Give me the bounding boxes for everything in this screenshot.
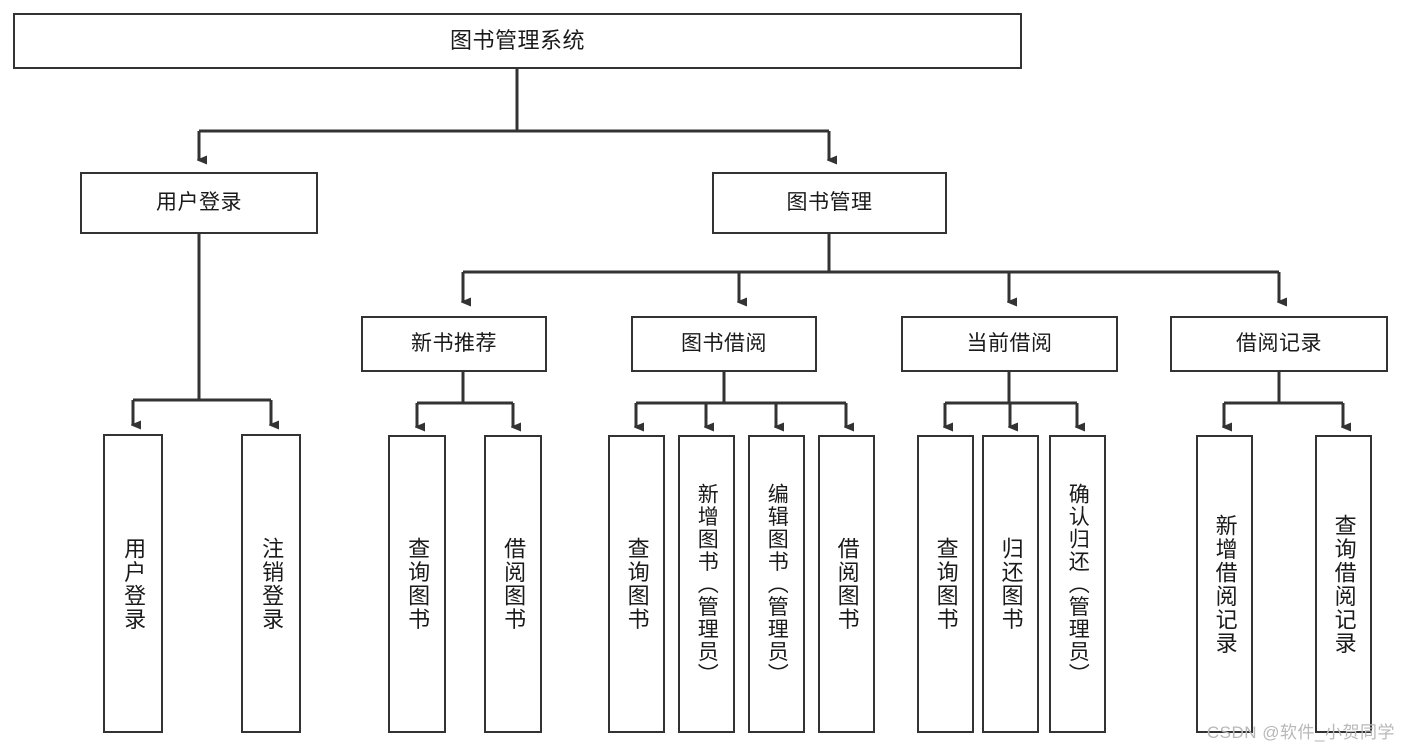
node-user-login[interactable]: 用户登录 [80, 172, 318, 234]
node-label: 新书推荐 [411, 332, 497, 356]
node-label: 确认归还（管理员） [1066, 482, 1090, 686]
node-label: 查询图书 [933, 537, 959, 631]
node-book-management[interactable]: 图书管理 [712, 172, 947, 234]
leaf-confirm-return-admin[interactable]: 确认归还（管理员） [1049, 435, 1106, 733]
node-label: 图书借阅 [681, 332, 767, 356]
node-label: 查询借阅记录 [1331, 513, 1357, 655]
node-new-book-recommend[interactable]: 新书推荐 [361, 316, 547, 372]
node-label: 归还图书 [998, 537, 1024, 631]
leaf-add-book-admin[interactable]: 新增图书（管理员） [678, 435, 735, 733]
node-label: 新增图书（管理员） [695, 482, 719, 686]
node-label: 图书管理系统 [449, 27, 585, 53]
leaf-add-borrow-record[interactable]: 新增借阅记录 [1196, 435, 1253, 733]
node-label: 新增借阅记录 [1212, 513, 1238, 655]
node-current-borrow[interactable]: 当前借阅 [901, 316, 1118, 372]
leaf-borrow-book-borrow[interactable]: 借阅图书 [818, 435, 875, 733]
leaf-edit-book-admin[interactable]: 编辑图书（管理员） [748, 435, 805, 733]
node-label: 借阅图书 [501, 537, 527, 631]
node-label: 查询图书 [405, 537, 431, 631]
leaf-borrow-book-new-recommend[interactable]: 借阅图书 [484, 435, 542, 733]
node-label: 用户登录 [156, 191, 242, 215]
leaf-query-book-current[interactable]: 查询图书 [917, 435, 974, 733]
node-label: 借阅记录 [1236, 332, 1322, 356]
leaf-query-book-new-recommend[interactable]: 查询图书 [388, 435, 446, 733]
node-label: 编辑图书（管理员） [765, 482, 789, 686]
node-label: 注销登录 [259, 536, 285, 631]
node-root-book-management-system[interactable]: 图书管理系统 [13, 13, 1022, 69]
node-label: 图书管理 [786, 191, 873, 215]
leaf-query-borrow-record[interactable]: 查询借阅记录 [1315, 435, 1372, 733]
node-book-borrow[interactable]: 图书借阅 [631, 316, 817, 372]
leaf-user-login[interactable]: 用户登录 [103, 434, 163, 733]
leaf-logout-login[interactable]: 注销登录 [241, 434, 301, 733]
node-borrow-record[interactable]: 借阅记录 [1170, 316, 1388, 372]
node-label: 借阅图书 [834, 537, 860, 631]
leaf-query-book-borrow[interactable]: 查询图书 [608, 435, 665, 733]
node-label: 当前借阅 [966, 332, 1053, 356]
leaf-return-book[interactable]: 归还图书 [982, 435, 1039, 733]
watermark-text: CSDN @软件_小贺同学 [1206, 723, 1395, 742]
node-label: 查询图书 [624, 537, 650, 631]
node-label: 用户登录 [121, 536, 147, 631]
